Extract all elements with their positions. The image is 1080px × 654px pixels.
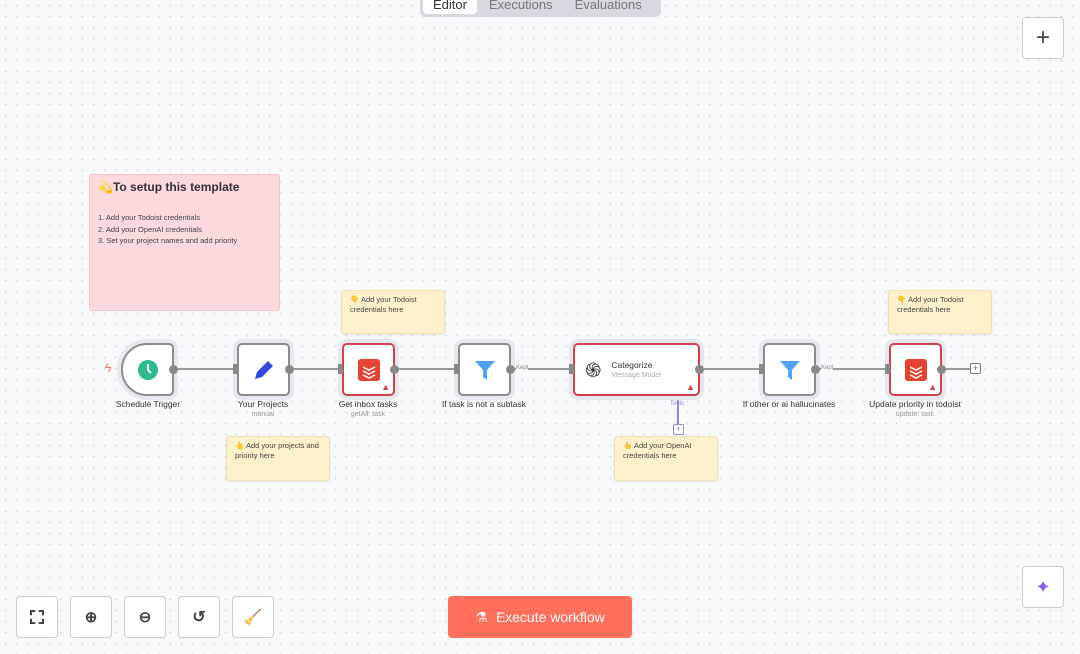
node-if-other[interactable] [763,343,816,396]
pencil-icon [254,360,273,379]
undo-icon: ↺ [192,609,206,626]
input-handle[interactable] [885,364,890,374]
filter-icon [779,360,800,380]
zoom-out-icon: ⊖ [138,609,152,626]
zoom-in-button[interactable]: ⊕ [70,596,112,638]
input-handle[interactable] [338,364,343,374]
sparkle-icon: ✦ [1035,576,1051,597]
setup-emoji: 💫 [98,180,113,194]
node-label: If task is not a subtask [441,399,527,409]
todoist-icon [904,358,927,381]
setup-note[interactable]: 💫To setup this template 1. Add your Todo… [89,174,280,311]
sticky-note[interactable]: 👇 Add your Todoist credentials here [888,290,992,334]
connection[interactable] [703,368,763,370]
node-your-projects[interactable] [237,343,290,396]
input-handle[interactable] [454,364,459,374]
tab-evaluations[interactable]: Evaluations [574,0,642,12]
warning-icon: ▲ [928,382,937,392]
kept-label: Kept [516,365,529,371]
flask-icon: ⚗ [475,608,488,625]
setup-item: 2. Add your OpenAI credentials [98,224,202,234]
node-subtitle: update: task [895,411,935,418]
filter-icon [474,360,495,380]
output-handle[interactable] [937,365,946,374]
connection[interactable] [819,368,889,370]
connection[interactable] [177,368,237,370]
setup-title: To setup this template [112,180,240,194]
node-label: Schedule Trigger [115,399,181,409]
tidy-up-button[interactable]: 🧹 [232,596,274,638]
plus-icon: + [1035,24,1050,51]
output-handle[interactable] [506,365,515,374]
setup-item: 3. Set your project names and add priori… [98,236,238,245]
add-tool-button[interactable]: + [673,424,684,435]
connection[interactable] [514,368,573,370]
output-handle[interactable] [169,365,178,374]
node-subtitle: getAll: task [350,411,386,418]
openai-icon: ֍ [585,360,602,382]
sticky-note[interactable]: 👇 Add your Todoist credentials here [341,290,445,334]
connection [945,368,970,370]
sticky-note[interactable]: 👆 Add your projects and priority here [226,436,330,481]
node-label: If other or ai hallucinates [742,399,836,409]
clock-icon [137,359,158,380]
ai-assistant-button[interactable]: ✦ [1022,566,1064,608]
output-handle[interactable] [285,365,294,374]
node-subtitle: manual [251,411,275,418]
setup-item: 1. Add your Todoist credentials [98,213,201,222]
output-handle[interactable] [390,365,399,374]
input-handle[interactable] [569,364,574,374]
node-subtitle: Message Model [611,372,661,379]
node-schedule-trigger[interactable] [121,343,174,396]
node-label: Your Projects [237,399,289,409]
fullscreen-icon [30,610,44,624]
execute-label: Execute workflow [495,609,605,625]
tab-editor[interactable]: Editor [423,0,477,14]
connection[interactable] [398,368,458,370]
add-next-node-button[interactable]: + [970,363,981,374]
tools-connection [677,398,679,424]
node-title: Categorize [611,360,653,370]
warning-icon: ▲ [381,382,390,392]
input-handle[interactable] [759,364,764,374]
tab-executions[interactable]: Executions [488,0,553,12]
output-handle[interactable] [695,365,704,374]
node-if-not-subtask[interactable] [458,343,511,396]
kept-label: Kept [821,365,834,371]
node-update-priority[interactable]: ▲ [889,343,942,396]
connection[interactable] [293,368,342,370]
zoom-out-button[interactable]: ⊖ [124,596,166,638]
add-node-button[interactable]: + [1022,17,1064,59]
tools-label: Tools [670,401,685,407]
node-get-inbox-tasks[interactable]: ▲ [342,343,395,396]
node-label: Get inbox tasks [338,399,398,409]
fit-view-button[interactable] [16,596,58,638]
todoist-icon [357,358,380,381]
trigger-bolt-icon: ϟ [105,361,112,375]
view-tabs: Editor Executions Evaluations [420,0,661,17]
warning-icon: ▲ [686,382,695,392]
reset-zoom-button[interactable]: ↺ [178,596,220,638]
broom-icon: 🧹 [243,609,263,626]
zoom-in-icon: ⊕ [84,609,98,626]
node-label: Update priority in todoist [869,399,961,409]
sticky-note[interactable]: 👆 Add your OpenAI credentials here [614,436,718,481]
output-handle[interactable] [811,365,820,374]
execute-workflow-button[interactable]: ⚗ Execute workflow [448,596,632,638]
input-handle[interactable] [233,364,238,374]
